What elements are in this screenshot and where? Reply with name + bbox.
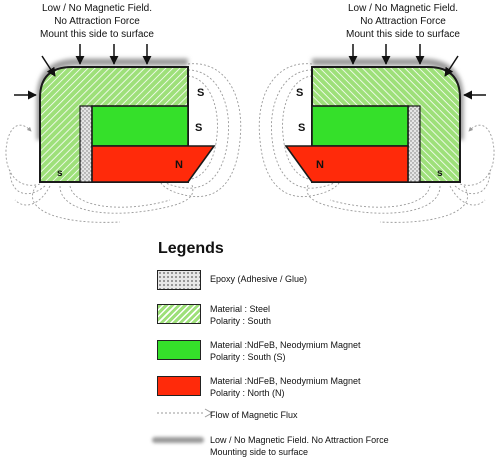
mounting-note-left: Low / No Magnetic Field. No Attraction F… [12,2,182,41]
legend-flux-swatch [157,408,214,418]
note-line-1: Low / No Magnetic Field. [41,3,153,14]
right-south-label: S [298,122,305,134]
right-south-magnet [311,105,409,147]
left-flux-lines [5,63,242,223]
note-line-1: Low / No Magnetic Field. [347,3,459,14]
legend-flux-text: Flow of Magnetic Flux [210,409,298,421]
legend-steel-swatch [157,304,201,324]
legend-steel-text: Material : Steel Polarity : South [210,303,271,327]
left-steel-top-label: S [197,87,204,99]
left-south-label: S [195,122,202,134]
legend-north-swatch [157,376,201,396]
legend-south-line2: Polarity : South (S) [210,352,286,362]
left-north-label: N [175,159,183,171]
legend-south-text: Material :NdFeB, Neodymium Magnet Polari… [210,339,361,363]
right-magnet [258,44,495,223]
legend-mount-line2: Mounting side to surface [210,447,309,457]
legend-mount-swatch [152,437,204,443]
legend-title: Legends [158,240,224,257]
legend-steel-line2: Polarity : South [210,316,272,326]
legend-steel-line1: Material : Steel [210,304,271,314]
right-flux-lines [258,63,495,223]
legend-epoxy-swatch [157,270,201,290]
legend-epoxy-text: Epoxy (Adhesive / Glue) [210,273,307,285]
left-force-arrows [14,44,152,100]
note-line-3: Mount this side to surface [40,29,154,40]
right-epoxy [407,105,421,183]
right-north-label: N [316,159,324,171]
left-north-magnet [91,145,216,183]
left-south-magnet [91,105,189,147]
left-epoxy [79,105,93,183]
magnet-cross-section-figure: S S N s [5,44,495,223]
left-steel-bottom-label: s [57,168,63,179]
right-steel-bottom-label: s [437,168,443,179]
legend-north-text: Material :NdFeB, Neodymium Magnet Polari… [210,375,361,399]
note-line-2: No Attraction Force [360,16,446,27]
legend-mount-line1: Low / No Magnetic Field. No Attraction F… [210,435,389,445]
mounting-note-right: Low / No Magnetic Field. No Attraction F… [318,2,488,41]
legend-flux-line1: Flow of Magnetic Flux [210,410,298,420]
left-magnet: S S N s [5,44,242,223]
legend-north-line2: Polarity : North (N) [210,388,285,398]
note-line-2: No Attraction Force [54,16,140,27]
legend-north-line1: Material :NdFeB, Neodymium Magnet [210,376,361,386]
right-north-magnet [284,145,409,183]
note-line-3: Mount this side to surface [346,29,460,40]
legend-mount-text: Low / No Magnetic Field. No Attraction F… [210,434,389,458]
legend-epoxy-line1: Epoxy (Adhesive / Glue) [210,274,308,284]
legend-south-swatch [157,340,201,360]
right-force-arrows [348,44,486,100]
right-steel-top-label: S [296,87,303,99]
legend-south-line1: Material :NdFeB, Neodymium Magnet [210,340,361,350]
